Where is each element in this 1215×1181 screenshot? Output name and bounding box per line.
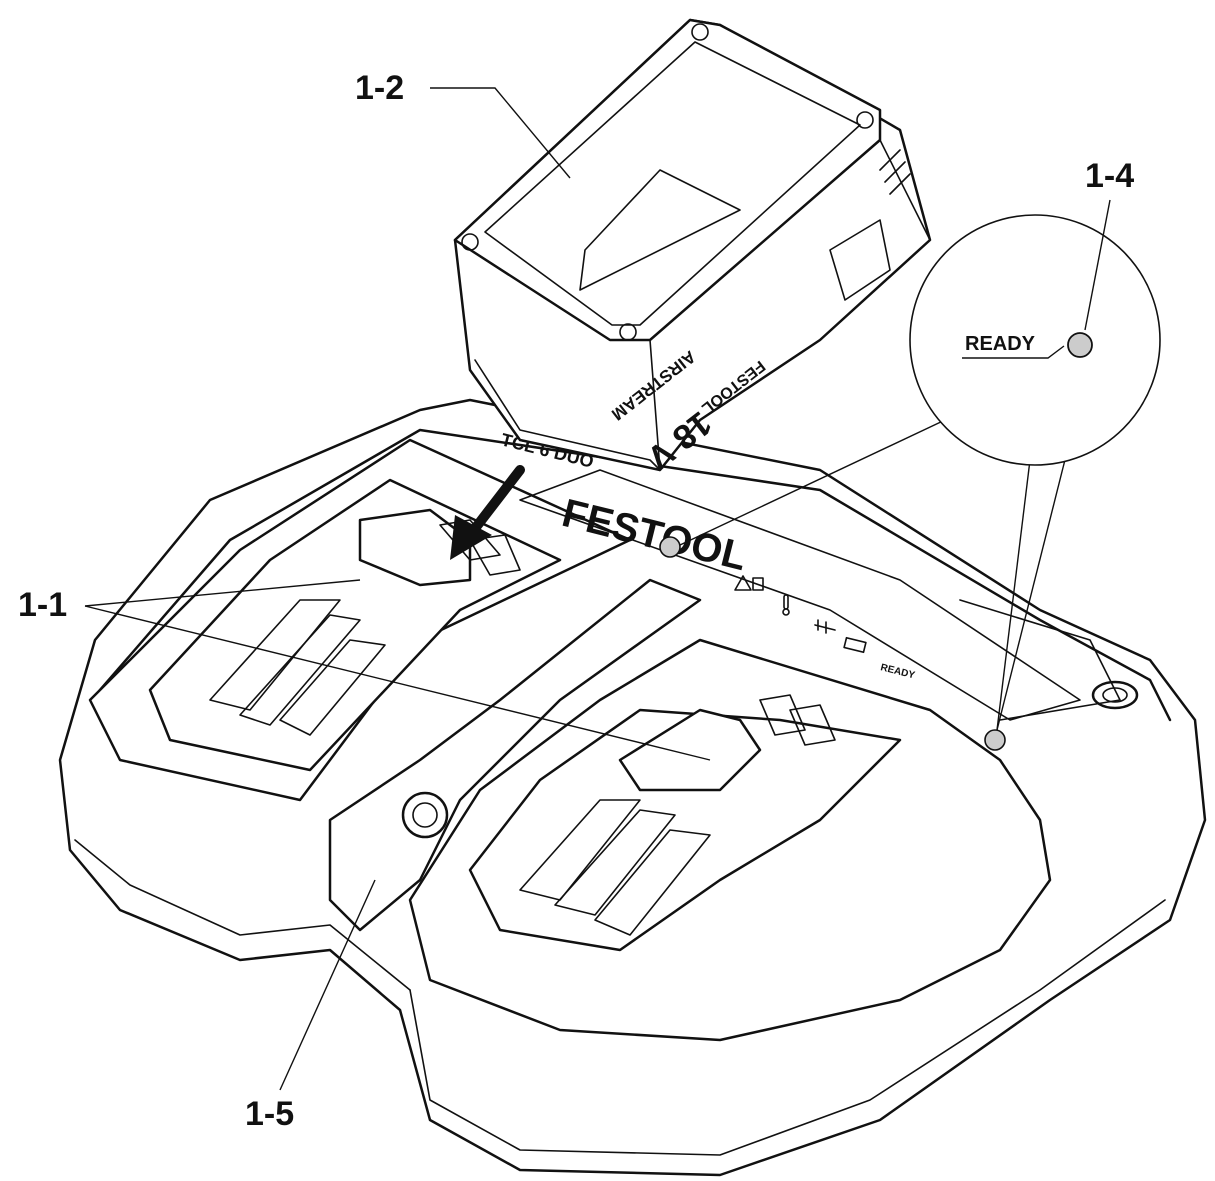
callout-1-5: 1-5 [245, 879, 376, 1133]
insert-arrow-icon [450, 465, 525, 560]
battery-pack: 18 V FESTOOL AIRSTREAM [453, 18, 932, 477]
callout-label: 1-4 [1085, 157, 1134, 195]
magnifier-ready-label: READY [965, 333, 1036, 355]
callout-1-4: 1-4 [1084, 157, 1134, 331]
battery-icon [843, 636, 867, 654]
thermometer-icon [782, 594, 790, 616]
plug-icon [814, 619, 836, 634]
callout-label: 1-5 [245, 1095, 294, 1133]
mounting-hole-icon [1091, 680, 1139, 710]
magnifier-ready-led [1067, 332, 1093, 358]
callout-1-1: 1-1 [18, 579, 711, 761]
charger-body: FESTOOL TCL 6 DUO READY [58, 398, 1207, 1177]
callout-1-2: 1-2 [355, 69, 571, 179]
callout-label: 1-2 [355, 69, 404, 107]
warning-temperature-icon [734, 575, 764, 591]
mounting-hole-icon [401, 791, 449, 839]
callout-label: 1-1 [18, 586, 67, 624]
magnifier-detail: READY [679, 214, 1161, 731]
ready-led [984, 729, 1006, 751]
status-led [659, 536, 681, 558]
